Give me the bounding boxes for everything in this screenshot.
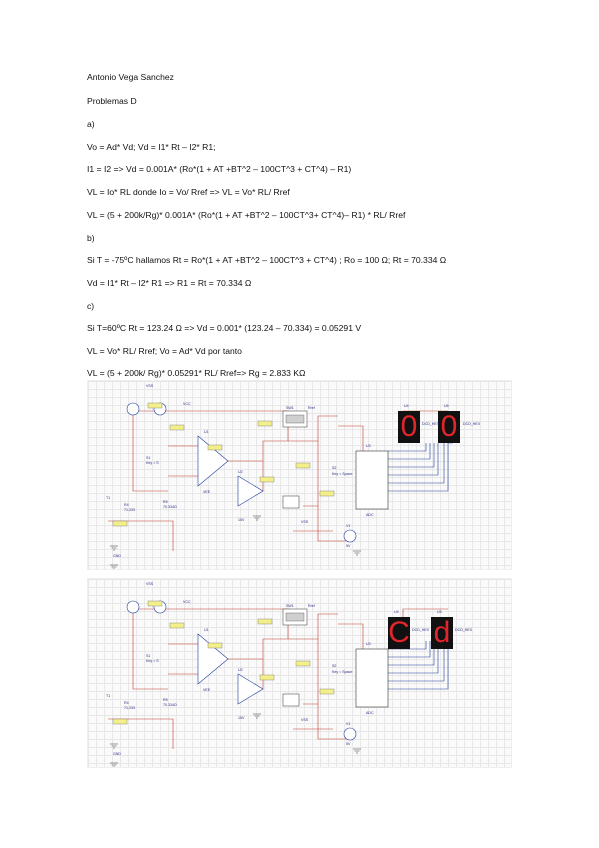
label-dcd-hex: DCD_HEX	[463, 422, 481, 426]
display-digit-right: d	[434, 616, 451, 649]
display-digit-left: 0	[401, 410, 418, 443]
equation-line: VL = (5 + 200k/Rg)* 0.001A* (Ro*(1 + AT …	[87, 210, 406, 220]
label-s2: S2	[332, 664, 336, 668]
label-vee: VEE	[203, 490, 211, 494]
section-c-label: c)	[87, 301, 95, 311]
label-r5-value: 70.334Ω	[163, 505, 177, 509]
label-s1: S1	[146, 654, 150, 658]
label-v15: 15V	[238, 518, 245, 522]
author-line: Antonio Vega Sanchez	[87, 72, 174, 82]
label-u1: U1	[204, 430, 209, 434]
label-r4-value: 71.233	[124, 706, 135, 710]
label-sw1: SW1	[286, 604, 294, 608]
circuit-schematic-2: C d VSS VCC VEE R4 71.233 R5 70.334Ω T1 …	[87, 578, 512, 768]
label-s2: S2	[332, 466, 336, 470]
label-r4: R4	[124, 503, 129, 507]
label-gnd: GND	[113, 554, 121, 558]
label-r5: R5	[163, 698, 168, 702]
label-r5-value: 70.334Ω	[163, 703, 177, 707]
label-s1: S1	[146, 456, 150, 460]
label-v15: 15V	[238, 716, 245, 720]
label-dcd-hex: DCD_HEX	[422, 422, 440, 426]
equation-line: I1 = I2 => Vd = 0.001A* (Ro*(1 + AT +BT^…	[87, 164, 352, 174]
label-dcd-hex: DCD_HEX	[455, 628, 473, 632]
label-key: Key = S	[146, 461, 159, 465]
label-r2: Rref	[308, 406, 315, 410]
equation-line: VL = Io* RL donde Io = Vo/ Rref => VL = …	[87, 187, 290, 197]
label-u5: U5	[444, 404, 449, 408]
label-vcc: VCC	[183, 402, 191, 406]
equation-line: VL = (5 + 200k/ Rg)* 0.05291* RL/ Rref=>…	[87, 368, 306, 378]
label-v5: 5V	[346, 742, 351, 746]
label-u2: U2	[238, 668, 243, 672]
label-vcc: VCC	[183, 600, 191, 604]
label-v1: V1	[346, 524, 350, 528]
section-b-label: b)	[87, 233, 95, 243]
label-key-space: Key = Space	[332, 472, 352, 476]
label-r4: R4	[124, 701, 129, 705]
label-t1: T1	[106, 694, 110, 698]
label-adc: ADC	[366, 711, 374, 715]
seven-segment-display: 0	[398, 410, 420, 443]
label-r2: Rref	[308, 604, 315, 608]
label-key: Key = S	[146, 659, 159, 663]
seven-segment-display: d	[431, 616, 453, 649]
display-digit-left: C	[388, 616, 410, 649]
label-u5: U5	[437, 610, 442, 614]
seven-segment-display: 0	[438, 410, 460, 443]
label-vss: VSS	[301, 718, 309, 722]
display-digit-right: 0	[441, 410, 458, 443]
label-t1: T1	[106, 496, 110, 500]
label-vss: VSS	[146, 384, 154, 388]
seven-segment-display: C	[388, 616, 410, 649]
equation-line: Vd = I1* Rt – I2* R1 => R1 = Rt = 70.334…	[87, 278, 252, 288]
equation-line: VL = Vo* RL/ Rref; Vo = Ad* Vd por tanto	[87, 346, 242, 356]
label-v1: V1	[346, 722, 350, 726]
label-u2: U2	[238, 470, 243, 474]
label-u4: U4	[404, 404, 409, 408]
label-vee: VEE	[203, 688, 211, 692]
label-u3: U3	[366, 444, 371, 448]
label-v5: 5V	[346, 544, 351, 548]
label-dcd-hex: DCD_HEX	[412, 628, 430, 632]
title-line: Problemas D	[87, 96, 137, 106]
label-adc: ADC	[366, 513, 374, 517]
equation-line: Vo = Ad* Vd; Vd = I1* Rt – I2* R1;	[87, 142, 216, 152]
label-r5: R5	[163, 500, 168, 504]
label-key-space: Key = Space	[332, 670, 352, 674]
equation-line: Si T = -75ºC hallamos Rt = Ro*(1 + AT +B…	[87, 255, 447, 265]
label-vss: VSS	[146, 582, 154, 586]
circuit-schematic-1: 0 0 VSS VCC VEE R4 71.233 R5 70.334Ω T1 …	[87, 380, 512, 570]
label-u1: U1	[204, 628, 209, 632]
label-u3: U3	[366, 642, 371, 646]
label-sw1: SW1	[286, 406, 294, 410]
label-vss: VSS	[301, 520, 309, 524]
section-a-label: a)	[87, 119, 95, 129]
label-gnd: GND	[113, 752, 121, 756]
label-r4-value: 71.233	[124, 508, 135, 512]
label-u4: U4	[394, 610, 399, 614]
equation-line: Si T=60ºC Rt = 123.24 Ω => Vd = 0.001* (…	[87, 323, 362, 333]
